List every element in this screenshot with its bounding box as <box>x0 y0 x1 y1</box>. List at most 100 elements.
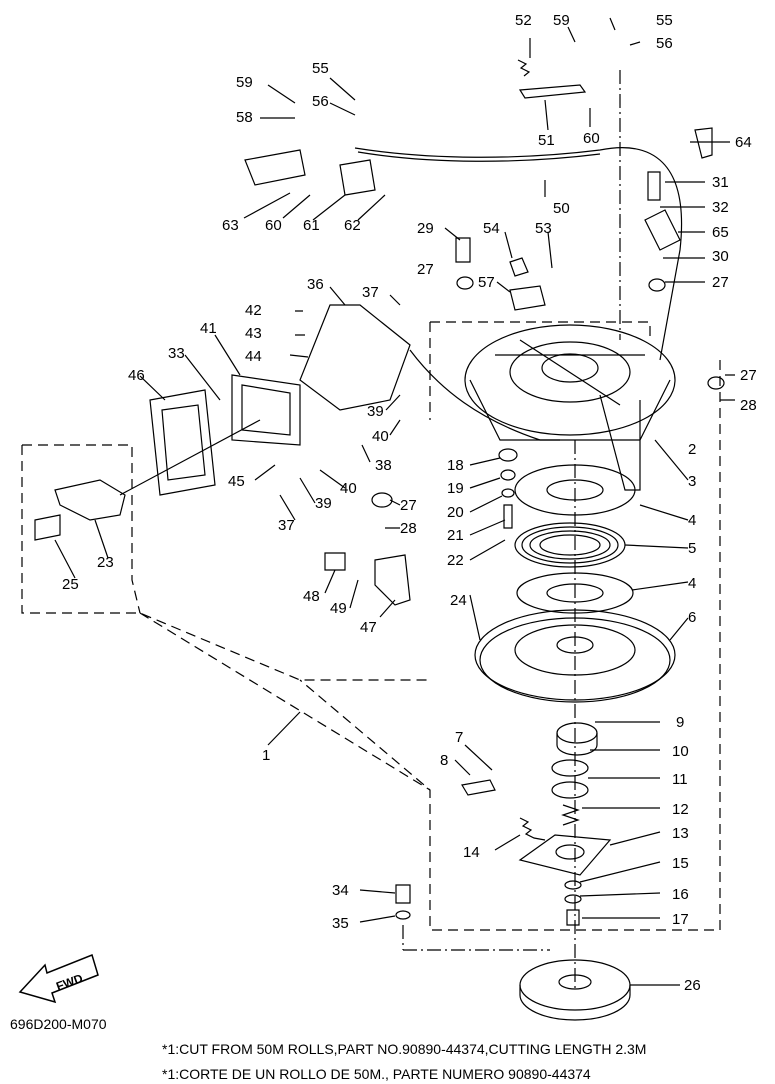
callout-46: 46 <box>128 367 145 384</box>
callout-43: 43 <box>245 325 262 342</box>
callout-18: 18 <box>447 457 464 474</box>
bolt-34 <box>395 884 411 904</box>
callout-23: 23 <box>97 554 114 571</box>
callout-32: 32 <box>712 199 729 216</box>
washer-11 <box>551 781 589 799</box>
callout-9: 9 <box>676 714 684 731</box>
callout-55: 55 <box>312 60 329 77</box>
bracket-63 <box>244 149 306 186</box>
callout-37: 37 <box>362 284 379 301</box>
handle-holder <box>231 374 301 446</box>
bracket-61 <box>339 159 376 196</box>
callout-34: 34 <box>332 882 349 899</box>
spring-14 <box>519 817 546 841</box>
washer-20 <box>501 488 515 498</box>
washer-16 <box>564 894 582 904</box>
starter-cable <box>409 349 560 441</box>
callout-33: 33 <box>168 345 185 362</box>
collar-18 <box>498 448 518 462</box>
callout-49: 49 <box>330 600 347 617</box>
callout-27: 27 <box>740 367 757 384</box>
callout-35: 35 <box>332 915 349 932</box>
bolt-29 <box>455 237 471 263</box>
callout-27: 27 <box>400 497 417 514</box>
callout-5: 5 <box>688 540 696 557</box>
callout-54: 54 <box>483 220 500 237</box>
callout-27: 27 <box>417 261 434 278</box>
footnote-english: *1:CUT FROM 50M ROLLS,PART NO.90890-4437… <box>162 1041 647 1057</box>
callout-56: 56 <box>656 35 673 52</box>
callout-4: 4 <box>688 575 696 592</box>
callout-61: 61 <box>303 217 320 234</box>
callout-24: 24 <box>450 592 467 609</box>
callout-28: 28 <box>740 397 757 414</box>
callout-10: 10 <box>672 743 689 760</box>
assembly-boundary-left-top <box>22 444 141 614</box>
callout-27: 27 <box>712 274 729 291</box>
callout-38: 38 <box>375 457 392 474</box>
pawl <box>461 779 496 796</box>
callout-57: 57 <box>478 274 495 291</box>
spring-12 <box>561 804 580 826</box>
callout-22: 22 <box>447 552 464 569</box>
callout-55: 55 <box>656 12 673 29</box>
callout-39: 39 <box>367 403 384 420</box>
cam-65 <box>644 209 681 251</box>
callout-36: 36 <box>307 276 324 293</box>
callout-4: 4 <box>688 512 696 529</box>
callout-64: 64 <box>735 134 752 151</box>
handle-plate <box>149 389 216 496</box>
spacer-19 <box>500 469 516 481</box>
callout-59: 59 <box>236 74 253 91</box>
callout-25: 25 <box>62 576 79 593</box>
callout-58: 58 <box>236 109 253 126</box>
collar-27 <box>456 276 474 290</box>
lock-lever <box>374 554 411 606</box>
callout-30: 30 <box>712 248 729 265</box>
washer-35 <box>395 910 411 920</box>
callout-50: 50 <box>553 200 570 217</box>
callout-45: 45 <box>228 473 245 490</box>
callout-11: 11 <box>672 771 688 788</box>
callout-14: 14 <box>463 844 480 861</box>
callout-20: 20 <box>447 504 464 521</box>
callout-17: 17 <box>672 911 689 928</box>
assembly-boundary-main <box>299 321 721 931</box>
callout-39: 39 <box>315 495 332 512</box>
bolt-22 <box>503 504 513 529</box>
callout-59: 59 <box>553 12 570 29</box>
callout-13: 13 <box>672 825 689 842</box>
callout-40: 40 <box>372 428 389 445</box>
callout-29: 29 <box>417 220 434 237</box>
spring-52 <box>517 59 531 77</box>
bushing <box>556 722 598 744</box>
bolt-48 <box>324 552 346 571</box>
callout-51: 51 <box>538 132 555 149</box>
callout-48: 48 <box>303 588 320 605</box>
callout-60: 60 <box>583 130 600 147</box>
bolt-31 <box>647 171 661 201</box>
drive-plate <box>518 834 612 876</box>
callout-42: 42 <box>245 302 262 319</box>
callout-15: 15 <box>672 855 689 872</box>
washer-10 <box>551 759 589 777</box>
callout-2: 2 <box>688 441 696 458</box>
callout-41: 41 <box>200 320 217 337</box>
plunger-54 <box>509 257 529 277</box>
link-rod <box>518 84 587 99</box>
starter-handle <box>34 479 126 541</box>
drawing-code: 696D200-M070 <box>10 1016 107 1032</box>
callout-12: 12 <box>672 801 689 818</box>
callout-28: 28 <box>400 520 417 537</box>
starter-rope <box>119 419 261 496</box>
holder-57 <box>509 285 546 311</box>
clamp-64 <box>694 127 713 159</box>
callout-21: 21 <box>447 527 464 544</box>
cable-50 <box>354 147 682 361</box>
callout-37: 37 <box>278 517 295 534</box>
fwd-arrow: FWD <box>18 953 99 1004</box>
callout-7: 7 <box>455 729 463 746</box>
callout-52: 52 <box>515 12 532 29</box>
callout-8: 8 <box>440 752 448 769</box>
